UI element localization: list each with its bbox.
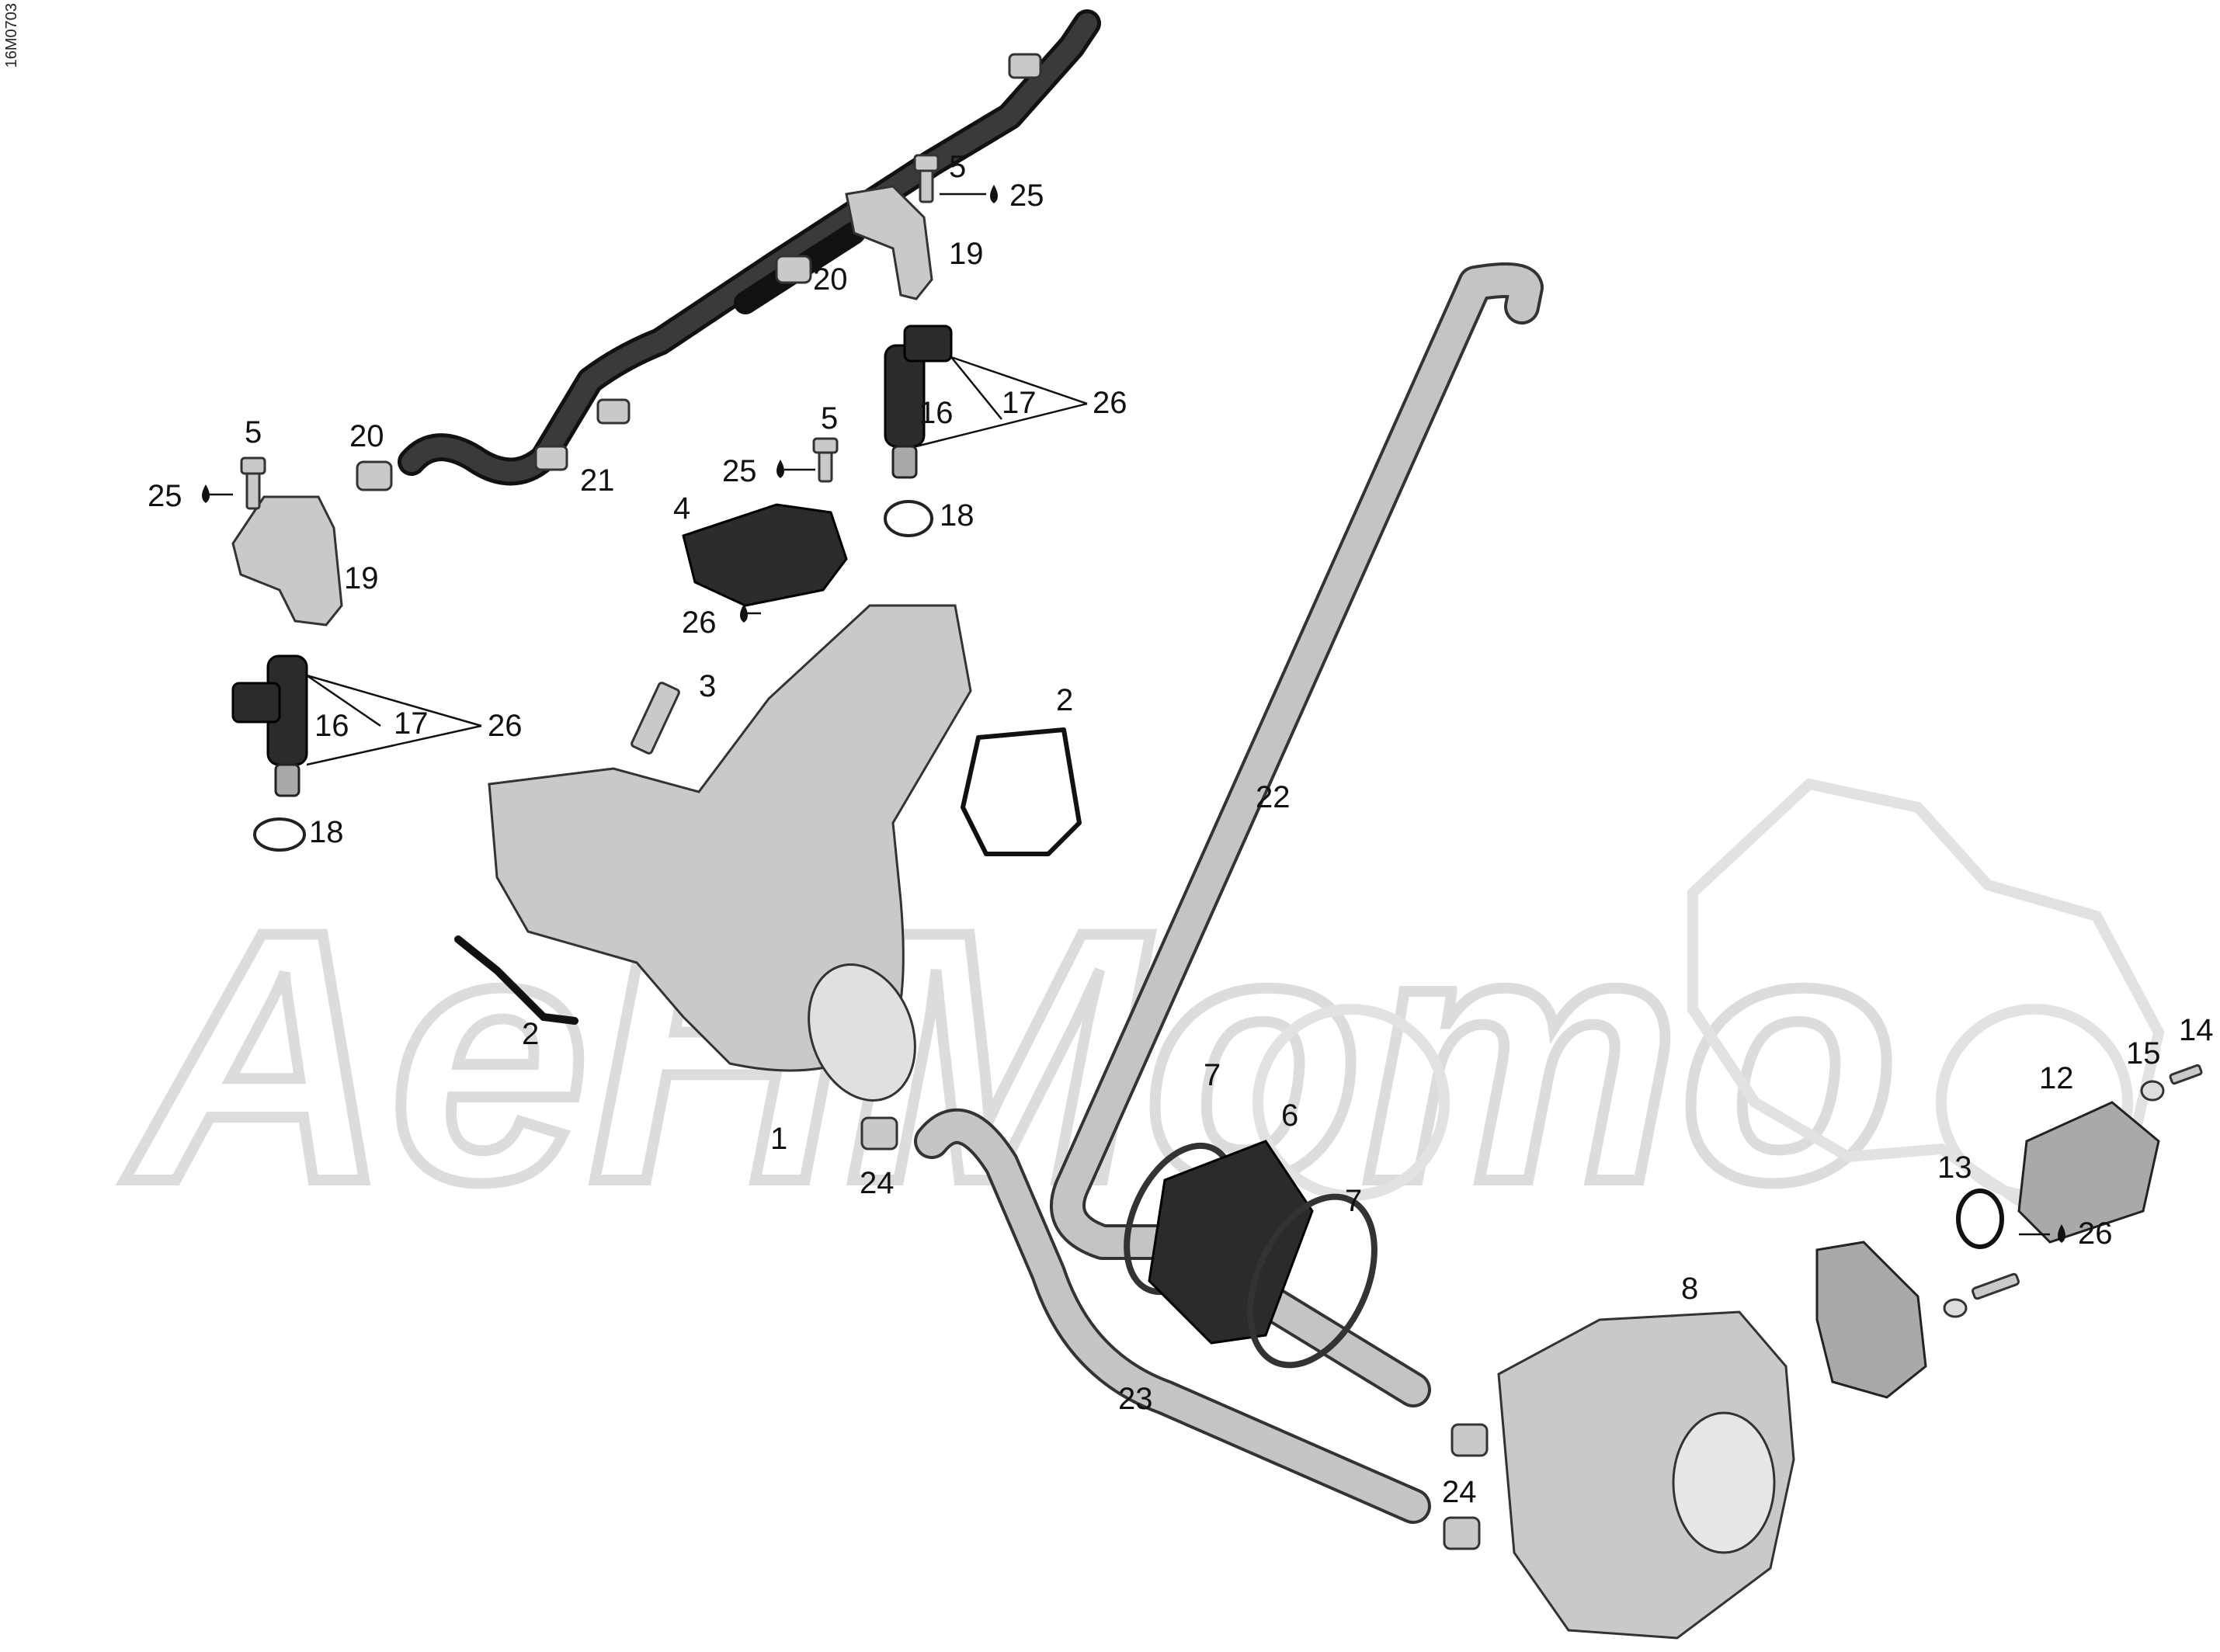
callout-7: 7 (1345, 1184, 1362, 1218)
clamp-24 (860, 1116, 898, 1150)
gasket-2 (961, 727, 1082, 856)
callout-25: 25 (148, 479, 182, 513)
washer-15 (2140, 1080, 2165, 1102)
o-ring-18 (884, 500, 933, 537)
clamp-24 (1443, 1516, 1481, 1550)
bolt-5 (812, 437, 839, 454)
callout-3: 3 (699, 669, 716, 703)
callout-1: 1 (770, 1122, 787, 1156)
clamp-7 (1247, 1193, 1378, 1369)
o-ring-18 (253, 817, 306, 852)
callout-25: 25 (722, 454, 757, 488)
washer (1943, 1298, 1968, 1318)
callouts: 1 2 2 3 4 5 5 5 6 7 7 8 12 13 14 15 16 1… (148, 150, 2214, 1509)
callout-4: 4 (673, 491, 690, 526)
callout-26: 26 (1093, 386, 1127, 420)
callout-20: 20 (813, 262, 848, 297)
callout-8: 8 (1681, 1272, 1698, 1306)
callout-12: 12 (2039, 1061, 2074, 1095)
callout-26: 26 (682, 606, 717, 640)
throttle-body-8 (1497, 1310, 1795, 1640)
callout-19: 19 (344, 561, 379, 595)
throttle-bore (1672, 1411, 1776, 1554)
callout-5: 5 (821, 401, 838, 436)
sensor-4 (682, 503, 848, 607)
clamp-24 (1450, 1423, 1489, 1457)
drop-icon (202, 484, 210, 503)
callout-18: 18 (940, 498, 975, 533)
callout-21: 21 (580, 463, 615, 498)
callout-7: 7 (1204, 1058, 1221, 1092)
callout-2: 2 (1056, 683, 1073, 717)
tube-23 (914, 1108, 1431, 1524)
clamp-20 (1008, 53, 1042, 79)
fuel-injector-16 (884, 324, 953, 479)
position-sensor (1815, 1241, 1927, 1399)
lubricant-drop-icons (202, 185, 2065, 1243)
fuel-rail-fitting-19 (231, 495, 343, 626)
callout-26: 26 (488, 709, 523, 743)
bolt-5 (913, 154, 940, 172)
clamp-20 (356, 460, 393, 491)
callout-20: 20 (349, 419, 384, 453)
boot-6 (1148, 1140, 1314, 1345)
callout-5: 5 (949, 150, 966, 184)
callout-16: 16 (919, 396, 954, 430)
callout-13: 13 (1937, 1150, 1972, 1185)
leader-lines (206, 193, 2050, 1236)
callout-26: 26 (2078, 1216, 2113, 1251)
fuel-hose-21 (398, 9, 1101, 486)
watermark-wheel-icon (1252, 1004, 1450, 1201)
clamp-20 (596, 398, 631, 425)
fuel-rail-fitting-19 (845, 185, 933, 300)
tube-22 (1050, 262, 1544, 1260)
gasket-2 (454, 935, 578, 1025)
drop-icon (740, 604, 748, 623)
callout-22: 22 (1256, 780, 1291, 814)
callout-23: 23 (1118, 1382, 1153, 1416)
callout-19: 19 (949, 237, 984, 271)
callout-6: 6 (1281, 1098, 1298, 1133)
callout-17: 17 (394, 706, 429, 741)
callout-18: 18 (309, 815, 344, 849)
callout-5: 5 (245, 415, 262, 449)
bolt (1972, 1272, 2020, 1300)
o-ring-13 (1956, 1189, 2004, 1249)
fuel-injector-16 (231, 654, 308, 797)
idle-valve-12 (2017, 1101, 2160, 1244)
callout-2: 2 (522, 1017, 539, 1051)
clamp-20 (775, 255, 812, 284)
callout-24: 24 (1442, 1475, 1477, 1509)
manifold-outlet (808, 963, 916, 1102)
screw-14 (2169, 1064, 2203, 1085)
callout-14: 14 (2179, 1013, 2214, 1047)
drop-icon (776, 460, 784, 478)
callout-16: 16 (314, 709, 349, 743)
bolt-5 (240, 456, 266, 475)
callout-17: 17 (1002, 386, 1037, 420)
bolt-3 (631, 682, 680, 755)
callout-24: 24 (860, 1166, 895, 1200)
callout-15: 15 (2126, 1036, 2161, 1071)
clamp-20 (534, 445, 568, 471)
drop-icon (2058, 1224, 2065, 1243)
callout-25: 25 (1009, 179, 1044, 213)
drop-icon (990, 185, 998, 203)
